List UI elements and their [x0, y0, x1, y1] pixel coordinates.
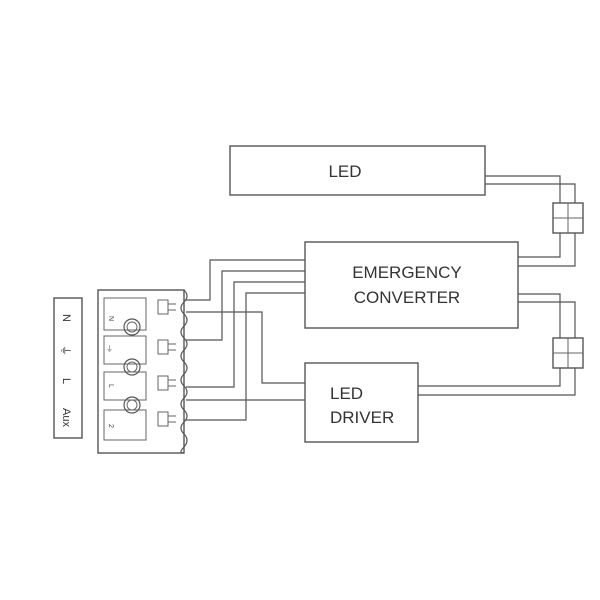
slot-label-n: N: [107, 316, 114, 321]
wire-connector-to-driver: [418, 368, 576, 396]
led-driver-label-line1: LED: [330, 384, 363, 403]
led-driver: LED DRIVER: [304, 362, 419, 443]
clamp-3: [157, 375, 176, 391]
clamp-2: [157, 339, 176, 355]
wire-led-to-connector: [485, 175, 576, 203]
clamp-4: [157, 411, 176, 427]
wire-terminal-to-driver: [186, 311, 305, 401]
led-module: LED: [229, 145, 486, 196]
terminal-label-earth: ⏚: [59, 345, 72, 356]
slot-label-earth: ⏚: [106, 345, 113, 353]
release-button-1: [123, 318, 141, 336]
terminal-label-l: L: [60, 378, 72, 384]
emergency-converter: EMERGENCY CONVERTER: [304, 241, 519, 329]
emergency-converter-label-line2: CONVERTER: [354, 288, 460, 307]
release-button-3: [123, 396, 141, 414]
connector-top: [552, 202, 584, 234]
terminal-label-strip: N ⏚ L Aux: [53, 297, 83, 439]
connector-bottom: [552, 337, 584, 369]
terminal-block: N ⏚ L 2: [97, 289, 188, 454]
terminal-label-n: N: [60, 314, 72, 322]
clamp-1: [157, 299, 176, 315]
slot-label-2: 2: [107, 424, 114, 428]
wire-connector-to-converter: [518, 233, 576, 267]
emergency-converter-label-line1: EMERGENCY: [352, 263, 462, 282]
wire-terminal-to-converter: [186, 259, 305, 421]
led-module-label: LED: [328, 162, 361, 181]
terminal-label-aux: Aux: [60, 408, 72, 427]
slot-label-l: L: [107, 384, 114, 388]
release-button-2: [123, 358, 141, 376]
led-driver-label-line2: DRIVER: [330, 408, 394, 427]
wire-converter-to-connector: [518, 293, 576, 338]
